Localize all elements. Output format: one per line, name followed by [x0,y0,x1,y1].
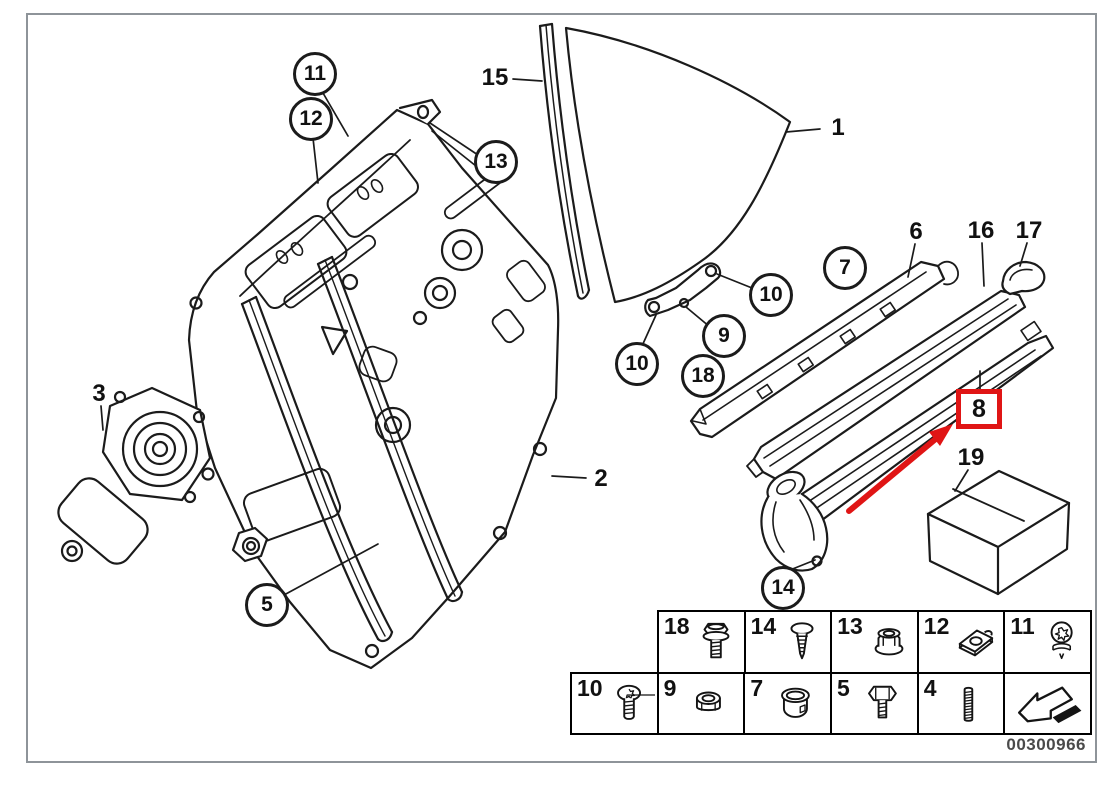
parts-table-number: 7 [750,675,764,701]
callout-10: 10 [615,342,659,386]
window-regulator-panel [187,98,560,670]
part-label-19: 19 [957,444,985,471]
parts-table-number: 18 [664,613,690,639]
callout-11: 11 [293,52,337,96]
parts-table-cell-7: 7 [743,674,830,733]
parts-table-cell-11: 11 [1003,612,1090,672]
grommet-icon [781,687,810,718]
callout-18: 18 [681,354,725,398]
parts-table-cell-arrow [1003,674,1090,733]
part-label-6: 6 [909,218,923,245]
window-motor [57,386,212,565]
parts-table-cell-12: 12 [916,612,1004,672]
parts-table-number: 11 [1010,613,1035,639]
part-label-3: 3 [92,380,106,407]
flange-nut-icon [874,628,904,656]
document-number: 00300966 [1006,735,1086,754]
parts-table-cell-9: 9 [656,674,744,733]
hex-nut-icon [696,691,722,712]
part-label-15: 15 [481,64,509,91]
part-label-17: 17 [1015,217,1043,244]
speed-nut-clip-icon [959,629,994,657]
diagram-border [26,13,1097,763]
guide-bracket-14 [760,470,829,572]
parts-table-number: 12 [923,613,950,639]
torx-pan-screw-icon [616,684,655,720]
seal-strip-15 [538,22,591,300]
glass-bracket-arm [644,262,722,318]
expansion-rivet-icon [790,622,814,660]
callout-7: 7 [823,246,867,290]
red-highlight-arrow [846,424,953,514]
guide-rail-6-7 [689,260,959,439]
callout-13: 13 [474,140,518,184]
parts-table-cell-5: 5 [830,674,917,733]
hex-bolt-icon [867,685,897,718]
parts-table-number: 5 [837,675,850,701]
sems-screw-icon [702,622,730,659]
parts-table-number: 9 [663,675,677,701]
parts-table-cell-13: 13 [830,612,917,672]
parts-table-cell-10: 10 [572,674,657,733]
parts-table-number: 10 [577,675,603,701]
parts-table-number: 4 [923,675,937,701]
callout-10: 10 [749,273,793,317]
callout-9: 9 [702,314,746,358]
part-label-16: 16 [967,217,995,244]
part-label-2: 2 [594,465,608,492]
callout-14: 14 [761,566,805,610]
parts-box-19 [926,469,1071,596]
parts-table-cell-14: 14 [743,612,831,672]
threaded-stud-icon [964,686,974,722]
part-label-1: 1 [831,114,845,141]
end-cap-17 [1001,260,1046,296]
parts-legend-row-1: 18 14 13 12 11 [657,610,1092,674]
parts-table-number: 13 [837,613,863,639]
window-glass-1 [564,26,792,304]
parts-table-number: 14 [750,613,777,639]
direction-arrow-icon [1018,686,1083,724]
parts-table-cell-18: 18 [659,612,744,672]
callout-12: 12 [289,97,333,141]
highlighted-callout-label: 8 [972,394,986,423]
highlighted-callout-8: 8 [956,389,1002,429]
parts-table-cell-4: 4 [916,674,1004,733]
callout-5: 5 [245,583,289,627]
torx-screw-spring-washer-icon [1050,621,1073,660]
parts-legend-row-2: 10 9 7 5 4 [570,672,1092,735]
